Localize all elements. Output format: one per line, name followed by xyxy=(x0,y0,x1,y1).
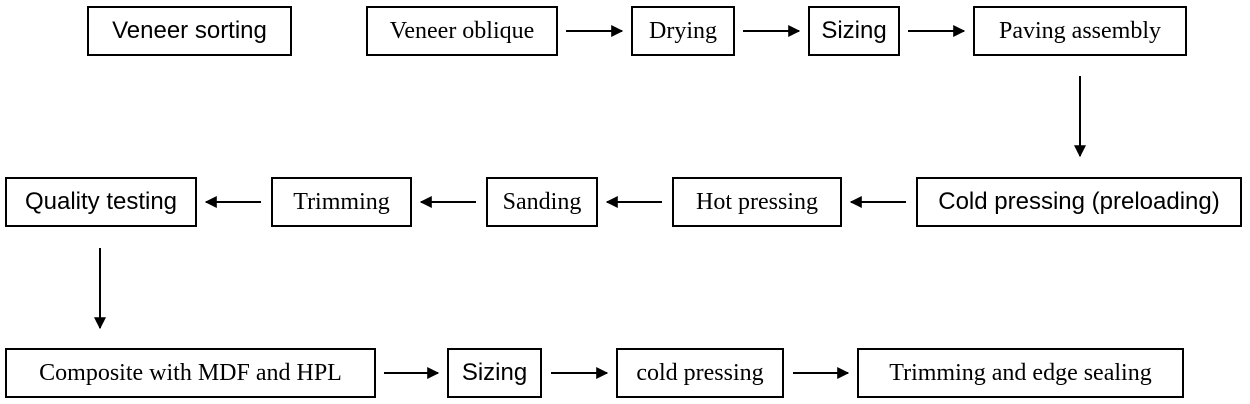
step-composite-mdf-hpl: Composite with MDF and HPL xyxy=(5,348,376,398)
step-sizing-1: Sizing xyxy=(808,6,900,56)
step-trimming: Trimming xyxy=(271,177,412,227)
step-sanding: Sanding xyxy=(486,177,598,227)
step-trimming-edge-sealing: Trimming and edge sealing xyxy=(857,348,1184,398)
step-veneer-sorting: Veneer sorting xyxy=(87,6,292,56)
step-sizing-2: Sizing xyxy=(447,348,542,398)
step-cold-pressing-preloading: Cold pressing (preloading) xyxy=(916,177,1242,227)
step-quality-testing: Quality testing xyxy=(5,177,197,227)
step-paving-assembly: Paving assembly xyxy=(973,6,1187,56)
step-drying: Drying xyxy=(631,6,735,56)
step-veneer-oblique: Veneer oblique xyxy=(366,6,558,56)
step-hot-pressing: Hot pressing xyxy=(672,177,842,227)
step-cold-pressing: cold pressing xyxy=(616,348,784,398)
